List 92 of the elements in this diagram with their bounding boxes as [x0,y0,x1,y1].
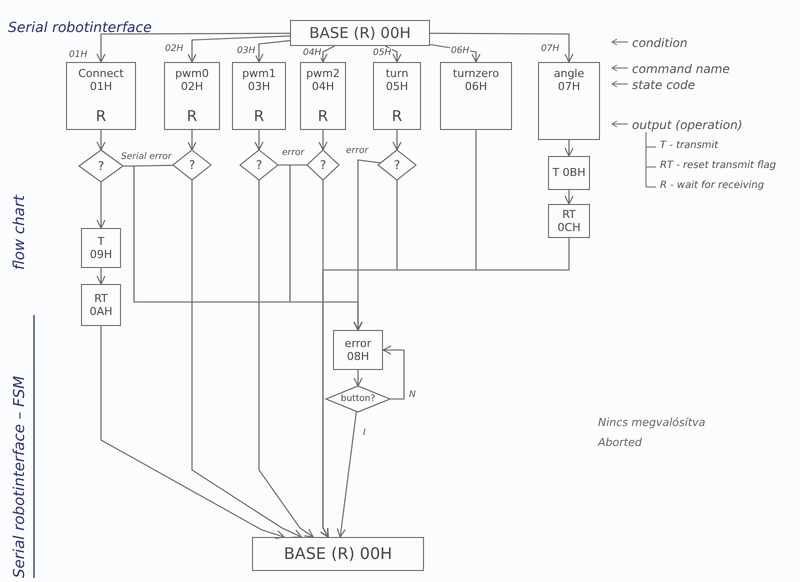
arrow [187,130,197,151]
decision-diamond [326,386,390,412]
edge-label: N [408,390,417,400]
arrow [353,159,381,331]
state-label: ? [394,158,400,172]
edge-label: Serial error [120,152,172,162]
edge-label: 01H [68,50,88,60]
state-label: error 08H [344,336,372,364]
vertical-title: flow chart [10,195,28,270]
output-code: R [392,107,402,125]
state-label: Connect 01H [77,67,125,94]
note-text: Nincs megvalósítva [598,416,706,429]
note-text: T - transmit [660,140,718,151]
arrow [254,40,290,63]
state-label: ? [98,158,104,174]
edge-label: 03H [236,46,256,56]
output-code: R [318,107,328,125]
note-text: R - wait for receiving [660,180,764,191]
state-label: BASE (R) 00H [284,544,392,564]
state-box [538,62,600,140]
state-label: turn 05H [384,67,410,94]
note-text: command name [632,62,730,76]
state-box [164,62,220,130]
arrow [336,411,357,538]
edge-label: 07H [540,44,560,54]
state-box [300,62,346,130]
state-label: pwm1 03H [241,67,277,94]
state-label: ? [320,158,326,172]
state-label: ? [188,158,196,172]
state-label: RT 0CH [556,208,582,234]
handwritten-title: Serial robotinterface [8,20,152,36]
state-label: turnzero 06H [452,67,500,94]
arrow [96,268,106,285]
edge-label: 02H [164,44,184,54]
arrow [564,140,574,157]
edge-label: error [345,146,370,156]
state-label: RT 0AH [88,292,114,318]
arrow [96,32,290,63]
output-code: R [254,107,264,125]
state-box [81,228,121,268]
arrow [564,190,574,205]
decision-diamond [378,150,416,180]
state-box [252,537,424,571]
arrow [258,180,314,538]
state-label: BASE (R) 00H [309,24,411,42]
state-box [373,62,421,130]
state-box [232,62,286,130]
state-label: ? [256,158,262,172]
arrow [100,326,285,539]
state-box [333,330,383,370]
decision-diamond [240,150,278,180]
vertical-title: Serial robotinterface – FSM [10,376,28,578]
note-text: RT - reset transmit flag [660,160,776,171]
edge-label: error [281,148,306,158]
state-box [440,62,512,130]
decision-diamond [307,150,339,180]
edge-label: 05H [372,48,392,58]
arrow [191,180,302,538]
state-box [290,20,430,46]
state-box [66,62,136,130]
arrow [187,35,290,63]
output-code: R [186,107,198,125]
state-box [81,284,121,326]
arrow [430,32,574,63]
state-label: button? [340,394,376,404]
note-text: output (operation) [632,118,742,132]
state-box [548,156,590,190]
edge-label: 06H [450,46,470,56]
state-label: T 09H [88,234,114,262]
state-box [548,204,590,238]
state-label: T 0BH [552,166,586,180]
arrow [318,46,335,63]
decision-diamond [79,150,123,182]
arrow [385,46,402,63]
arrow [382,345,405,400]
state-label: pwm0 02H [174,67,210,94]
output-code: R [96,107,106,125]
edge-label: 04H [302,48,322,58]
state-label: pwm2 04H [305,67,341,94]
arrow [392,130,402,151]
decision-diamond [173,150,211,180]
note-text: condition [632,36,688,50]
arrow [320,238,570,538]
arrow [96,130,106,151]
arrow [96,182,106,229]
edge-label: I [362,428,367,438]
arrow [353,370,363,387]
arrow [318,130,328,151]
note-text: state code [632,78,696,92]
state-label: angle 07H [552,67,586,94]
note-text: Aborted [598,436,642,449]
arrow [254,130,264,151]
